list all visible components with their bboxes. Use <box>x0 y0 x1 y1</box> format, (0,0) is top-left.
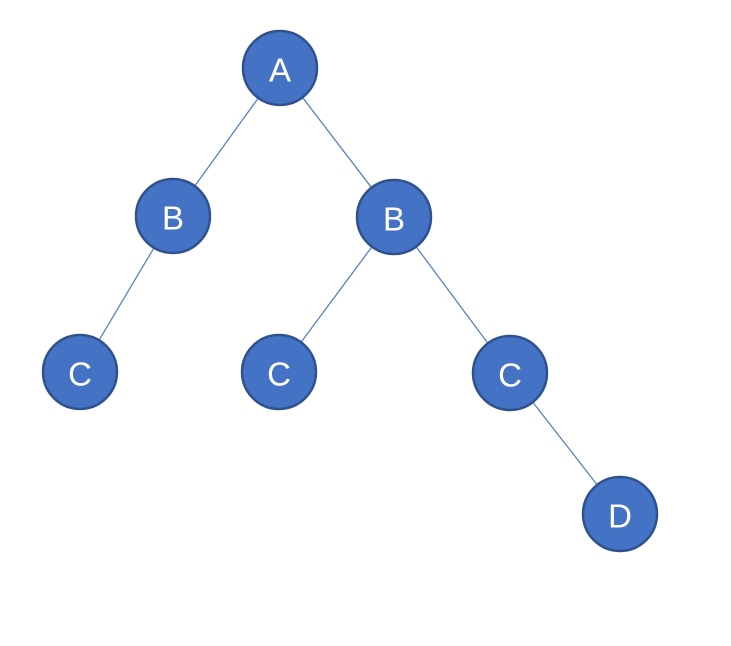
tree-node-c-n4: C <box>41 333 119 411</box>
node-circle <box>241 29 319 107</box>
tree-node-b-n3: B <box>355 178 433 256</box>
node-circle <box>471 334 549 412</box>
tree-node-c-n6: C <box>471 334 549 412</box>
tree-edge-B-C <box>301 247 372 342</box>
node-circle <box>355 178 433 256</box>
tree-edge-B-C <box>98 248 155 340</box>
tree-edge-A-B <box>194 98 259 186</box>
node-circle <box>581 475 659 553</box>
tree-edge-C-D <box>532 402 598 485</box>
tree-edge-A-B <box>302 97 372 188</box>
tree-node-b-n2: B <box>134 177 212 255</box>
tree-node-c-n5: C <box>240 333 318 411</box>
node-circle <box>240 333 318 411</box>
node-circle <box>41 333 119 411</box>
tree-node-d-n7: D <box>581 475 659 553</box>
tree-edge-B-C <box>416 247 488 343</box>
node-circle <box>134 177 212 255</box>
tree-node-a-n1: A <box>241 29 319 107</box>
